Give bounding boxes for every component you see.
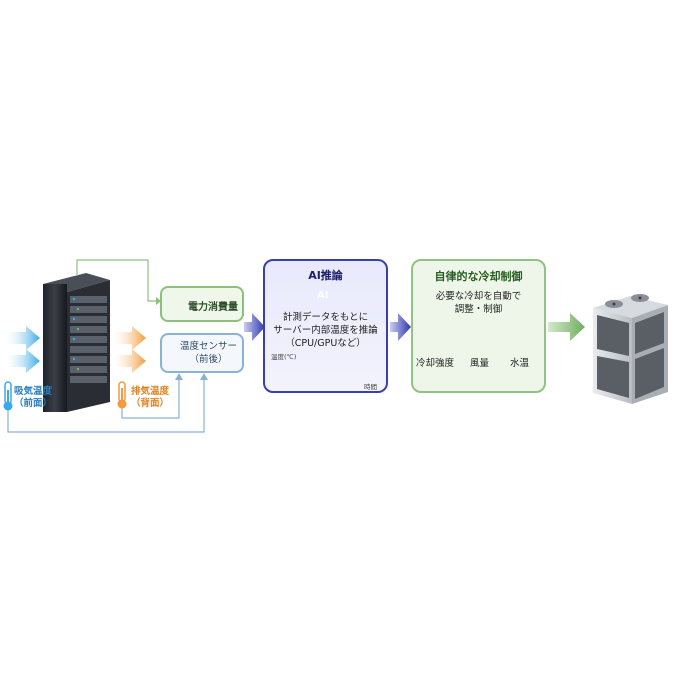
- exhaust-thermometer-icon: [117, 381, 127, 409]
- ai-inference-description: 計測データをもとに サーバー内部温度を推論 （CPU/GPUなど）: [265, 311, 386, 350]
- ai-inference-box: AI推論 計測データをもとに サーバー内部温度を推論 （CPU/GPUなど）: [263, 259, 388, 393]
- ai-badge-text: AI: [317, 290, 329, 301]
- intake-temp-label-line1: 吸気温度: [14, 386, 53, 397]
- ai-inference-title: AI推論: [308, 269, 343, 282]
- chiller-unit: [593, 294, 668, 404]
- intake-thermometer-icon: [3, 381, 13, 411]
- airflow-label: 風量: [470, 358, 490, 369]
- exhaust-airflow-arrows: [114, 326, 146, 373]
- temperature-sensor-box: 温度センサー （前後）: [160, 333, 244, 373]
- cooling-desc-line2: 調整・制御: [454, 304, 503, 315]
- ai-desc-line2: サーバー内部温度を推論: [273, 325, 378, 336]
- cooling-control-title: 自律的な冷却制御: [434, 270, 523, 283]
- water-temperature-label: 水温: [510, 358, 530, 369]
- server-rack: [43, 273, 110, 412]
- ai-to-control-arrow: [390, 313, 411, 341]
- ai-desc-line1: 計測データをもとに: [282, 312, 369, 323]
- temperature-sensor-label-line1: 温度センサー: [180, 341, 238, 352]
- intake-airflow-arrows: [6, 326, 40, 373]
- temperature-sensor-label-line2: （前後）: [189, 354, 228, 365]
- sensor-connector-lines: [7, 378, 205, 433]
- temperature-sensor-label: 温度センサー （前後）: [180, 340, 237, 366]
- power-consumption-box: 電力消費量: [160, 286, 244, 322]
- graph-x-axis-label: 時間: [364, 383, 377, 391]
- intake-temp-label: 吸気温度 （前面）: [14, 386, 52, 410]
- control-to-chiller-arrow: [548, 313, 585, 341]
- exhaust-temp-label-line2: （背面）: [131, 398, 170, 409]
- power-connector-line: [76, 259, 158, 302]
- intake-temp-label-line2: （前面）: [14, 398, 53, 409]
- exhaust-temp-label-line1: 排気温度: [131, 386, 170, 397]
- input-to-ai-arrow: [244, 313, 265, 341]
- cooling-control-description: 必要な冷却を自動で 調整・制御: [413, 290, 544, 316]
- ai-desc-line3: （CPU/GPUなど）: [285, 338, 366, 349]
- cooling-desc-line1: 必要な冷却を自動で: [435, 291, 522, 302]
- cooling-control-box: 自律的な冷却制御 必要な冷却を自動で 調整・制御: [411, 259, 546, 393]
- power-consumption-label: 電力消費量: [188, 302, 238, 313]
- cooling-strength-label: 冷却強度: [416, 358, 455, 369]
- exhaust-temp-label: 排気温度 （背面）: [131, 386, 169, 410]
- graph-y-axis-label: 温度(℃): [271, 353, 297, 361]
